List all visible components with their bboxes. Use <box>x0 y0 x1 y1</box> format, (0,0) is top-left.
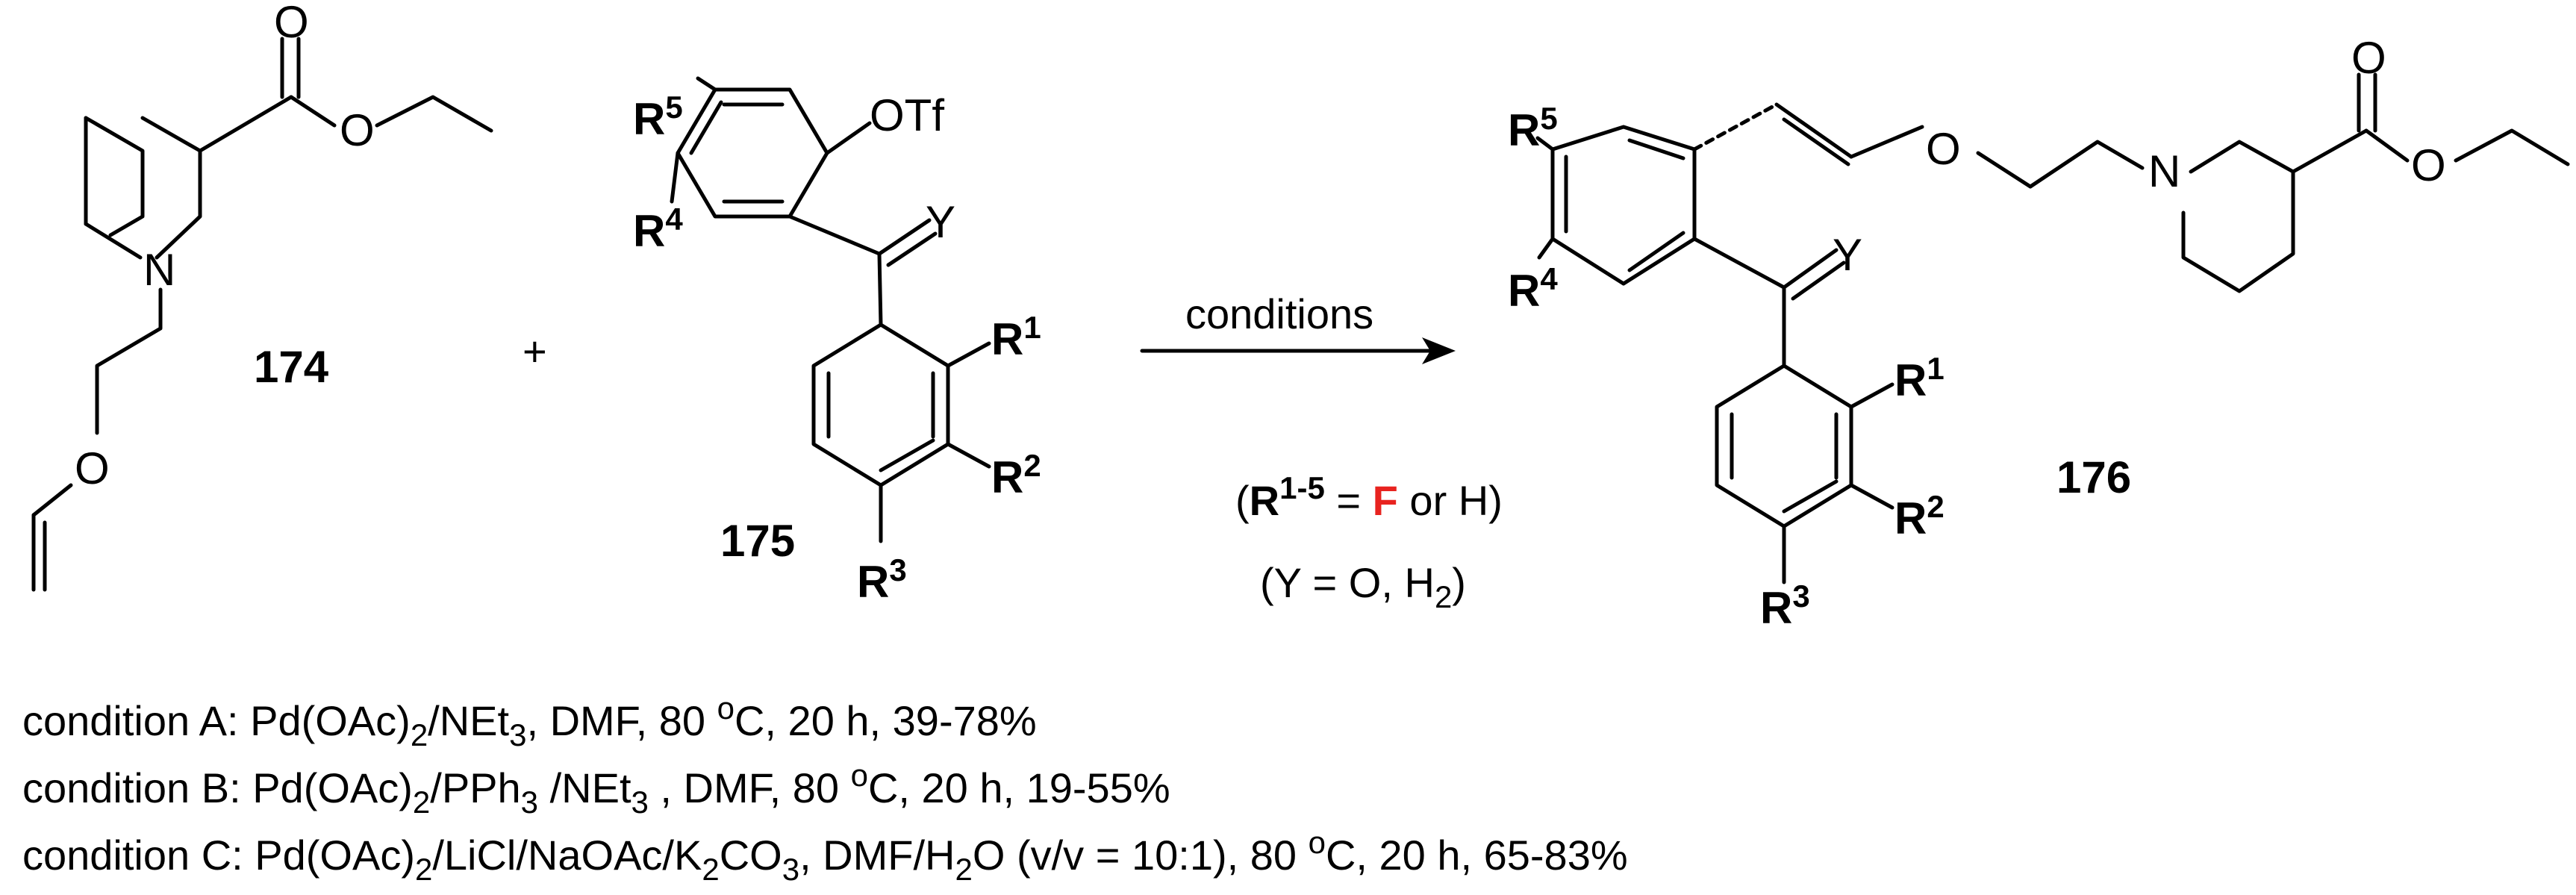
substituent-R5-176: R5 <box>1508 101 1558 155</box>
atom-N-174: N <box>143 245 175 295</box>
substituent-R3-176: R3 <box>1760 579 1810 633</box>
atom-N-176: N <box>2148 146 2180 196</box>
condition-B: condition B: Pd(OAc)2/PPh3 /NEt3 , DMF, … <box>22 758 1170 820</box>
condition-A: condition A: Pd(OAc)2/NEt3, DMF, 80 oC, … <box>22 690 1037 752</box>
compound-label-174: 174 <box>254 342 329 392</box>
substituent-R4-176: R4 <box>1508 261 1558 316</box>
substituent-R5-175: R5 <box>633 90 683 144</box>
arrow-label: conditions <box>1185 290 1373 337</box>
condition-C: condition C: Pd(OAc)2/LiCl/NaOAc/K2CO3, … <box>22 825 1628 887</box>
atom-Y-175: Y <box>926 197 955 247</box>
atom-O-ester-174: O <box>340 105 375 155</box>
substituent-R4-175: R4 <box>633 202 683 256</box>
atom-Y-176: Y <box>1833 230 1862 280</box>
compound-label-176: 176 <box>2056 452 2131 502</box>
compound-175: OTf Y R5 R4 R1 R2 R3 175 <box>633 76 1041 607</box>
substituent-R3-175: R3 <box>857 552 907 607</box>
compound-label-175: 175 <box>720 516 795 566</box>
substituent-R2-176: R2 <box>1894 489 1945 543</box>
substituent-R2-175: R2 <box>991 448 1041 502</box>
atom-O-carbonyl-174: O <box>274 0 309 47</box>
atom-O-carbonyl-176: O <box>2351 33 2386 83</box>
atom-O-ether-176: O <box>1926 124 1961 174</box>
reaction-arrow: conditions <box>1140 290 1456 364</box>
substituent-R1-176: R1 <box>1894 351 1945 405</box>
compound-176: O N O O Y R5 R4 R1 R2 R3 176 <box>1508 33 2570 633</box>
compound-174: O O N O 174 <box>31 0 493 592</box>
substituent-R1-175: R1 <box>991 310 1041 364</box>
atom-O-ether-174: O <box>75 443 110 493</box>
note-substituents: (R1-5 = F or H) <box>1235 470 1503 524</box>
group-OTf-175: OTf <box>870 90 944 140</box>
conditions-list: condition A: Pd(OAc)2/NEt3, DMF, 80 oC, … <box>22 690 1628 887</box>
note-Y: (Y = O, H2) <box>1260 559 1466 614</box>
arrow-head <box>1422 337 1456 364</box>
atom-O-ester-176: O <box>2411 140 2446 190</box>
plus-sign: + <box>523 328 547 375</box>
